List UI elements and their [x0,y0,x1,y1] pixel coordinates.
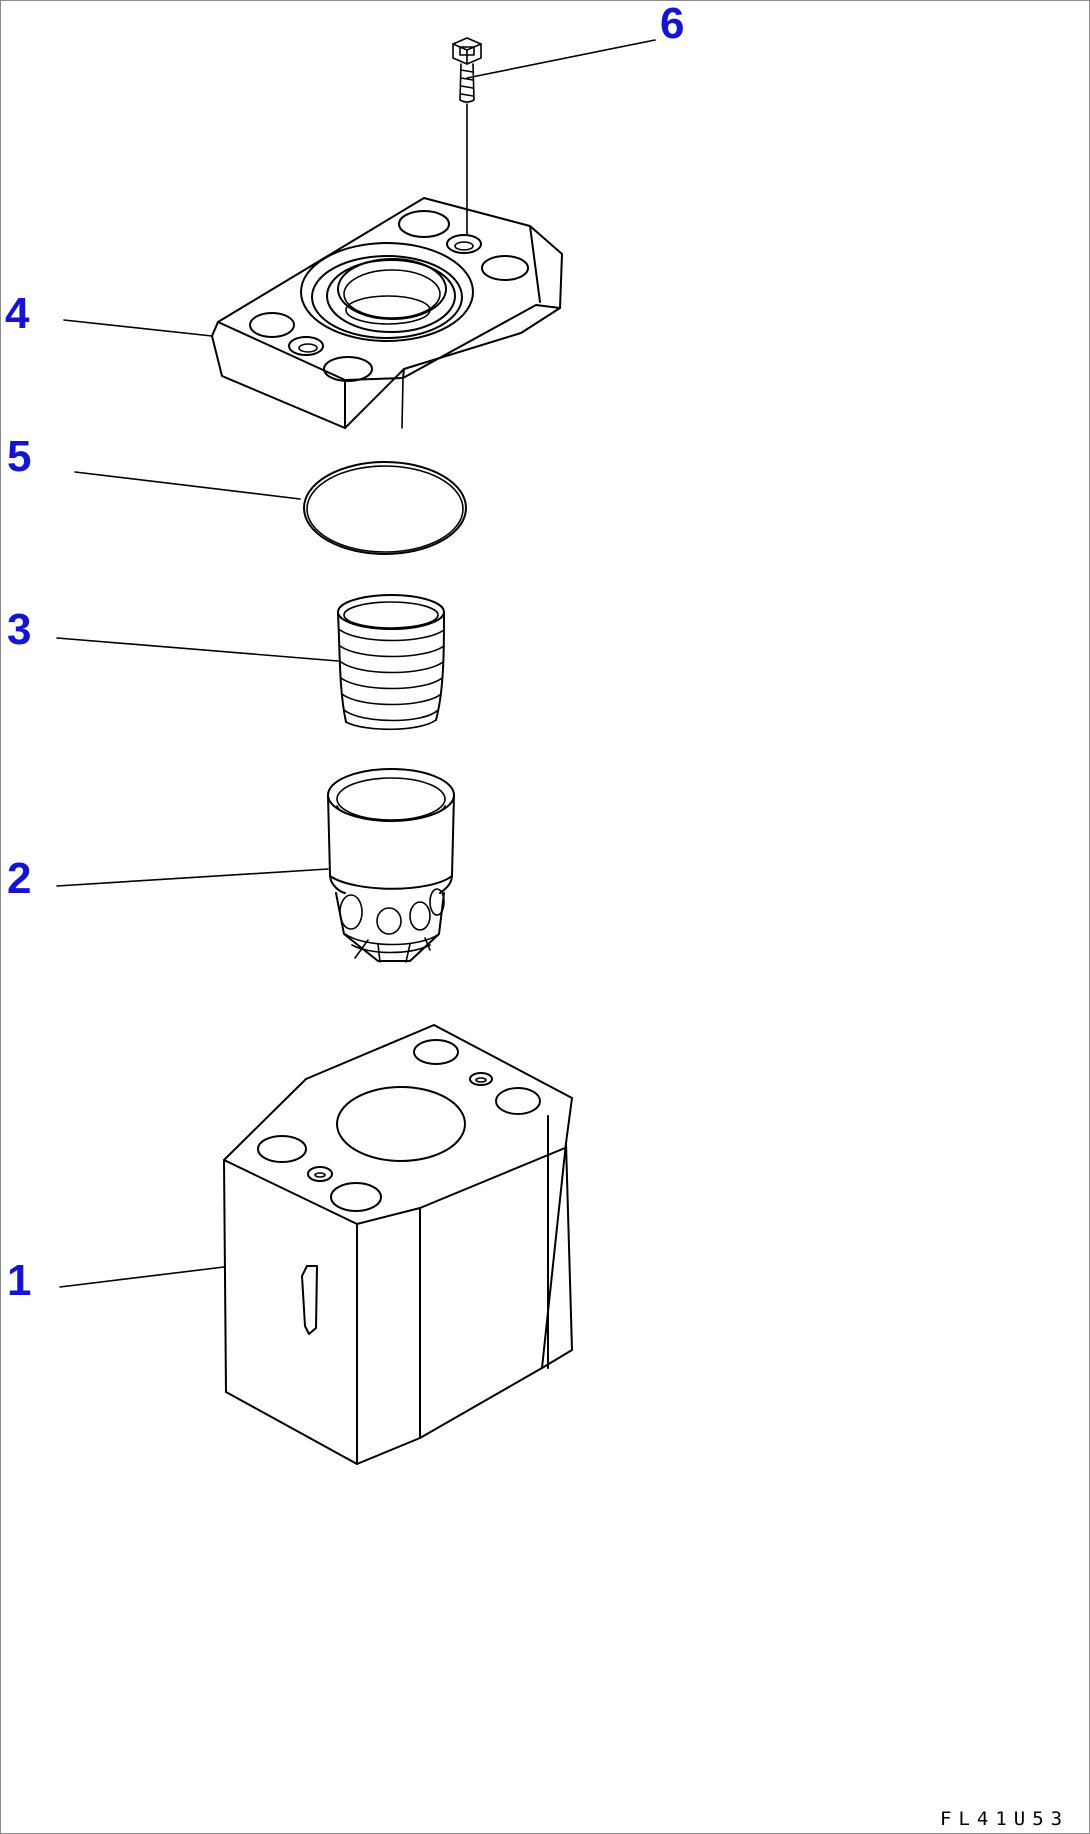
leader-line-5 [74,471,301,500]
leader-lines [56,39,656,1288]
callout-4: 4 [5,289,30,338]
callout-1: 1 [7,1256,31,1305]
o-ring-part [303,461,467,555]
leader-line-6 [466,39,656,79]
spool-part [327,768,455,963]
callout-3: 3 [7,605,31,654]
leader-line-2 [56,868,329,887]
bolt-part [452,37,482,236]
leader-line-1 [59,1266,225,1288]
callout-numbers: 6 4 5 3 2 1 [5,0,684,1305]
drawing-code: FL41U53 [940,1808,1069,1830]
leader-line-4 [63,319,213,337]
spring-part [337,594,445,731]
leader-line-3 [56,637,339,662]
callout-5: 5 [7,432,31,481]
valve-body-part [223,1024,573,1465]
callout-6: 6 [660,0,684,48]
cover-plate-part [211,197,563,429]
callout-2: 2 [7,854,31,903]
